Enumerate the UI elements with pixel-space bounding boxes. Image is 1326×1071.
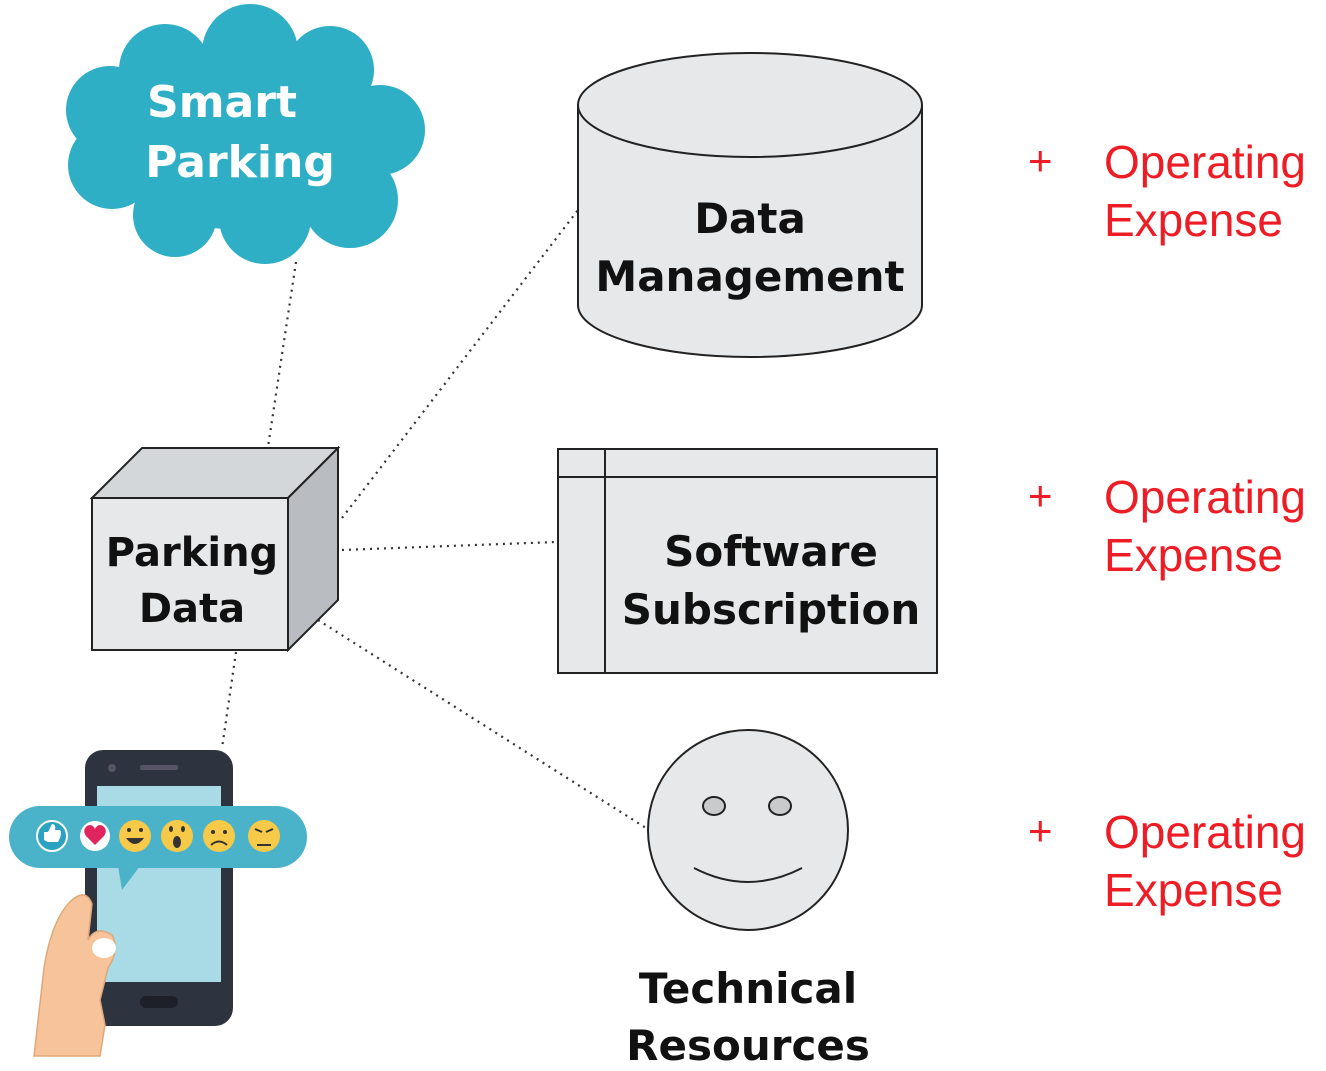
cloud-label-line2: Parking — [145, 137, 335, 188]
expense-line1: Operating — [1104, 806, 1306, 858]
reaction-bubble — [9, 806, 307, 890]
love-reaction-icon — [80, 821, 110, 851]
phone-illustration — [9, 750, 307, 1057]
connector-cube-technical — [317, 619, 647, 829]
expense-label-2: + Operating Expense — [1028, 471, 1306, 581]
expense-line2: Expense — [1104, 864, 1283, 916]
cloud-label-line1: Smart — [147, 77, 297, 128]
expense-line1: Operating — [1104, 136, 1306, 188]
technical-resources-face — [647, 729, 849, 931]
connector-cube-software — [341, 540, 557, 552]
software-label-line1: Software — [664, 527, 878, 576]
connector-cloud-cube — [266, 261, 298, 448]
connector-cube-phone — [220, 651, 238, 749]
wow-reaction-icon — [161, 820, 193, 852]
expense-line2: Expense — [1104, 529, 1283, 581]
left-eye — [702, 796, 726, 816]
expense-line2: Expense — [1104, 194, 1283, 246]
expense-plus: + — [1028, 472, 1053, 519]
expense-label-1: + Operating Expense — [1028, 136, 1306, 246]
sad-reaction-icon — [203, 820, 235, 852]
hand-icon — [33, 894, 116, 1057]
technical-label-line1: Technical — [639, 964, 857, 1013]
connector-cube-database — [341, 209, 579, 519]
cube-label-line1: Parking — [106, 530, 278, 576]
smart-parking-cloud: Smart Parking — [66, 4, 425, 264]
phone-home-button — [140, 996, 178, 1008]
expense-plus: + — [1028, 807, 1053, 854]
right-eye — [768, 796, 792, 816]
expense-line1: Operating — [1104, 471, 1306, 523]
data-management-cylinder: Data Management — [577, 52, 923, 358]
database-label-line2: Management — [595, 252, 904, 301]
smile — [693, 867, 803, 883]
cube-label-line2: Data — [139, 586, 245, 632]
software-subscription-window: Software Subscription — [557, 448, 938, 674]
expense-label-3: + Operating Expense — [1028, 806, 1306, 916]
connectors — [220, 209, 647, 829]
like-reaction-icon — [36, 820, 68, 852]
parking-data-cube: Parking Data — [89, 445, 341, 653]
technical-label-line2: Resources — [626, 1021, 870, 1070]
software-label-line2: Subscription — [622, 585, 921, 634]
angry-reaction-icon — [248, 820, 280, 852]
haha-reaction-icon — [119, 820, 151, 852]
expense-plus: + — [1028, 137, 1053, 184]
database-label-line1: Data — [694, 194, 806, 243]
